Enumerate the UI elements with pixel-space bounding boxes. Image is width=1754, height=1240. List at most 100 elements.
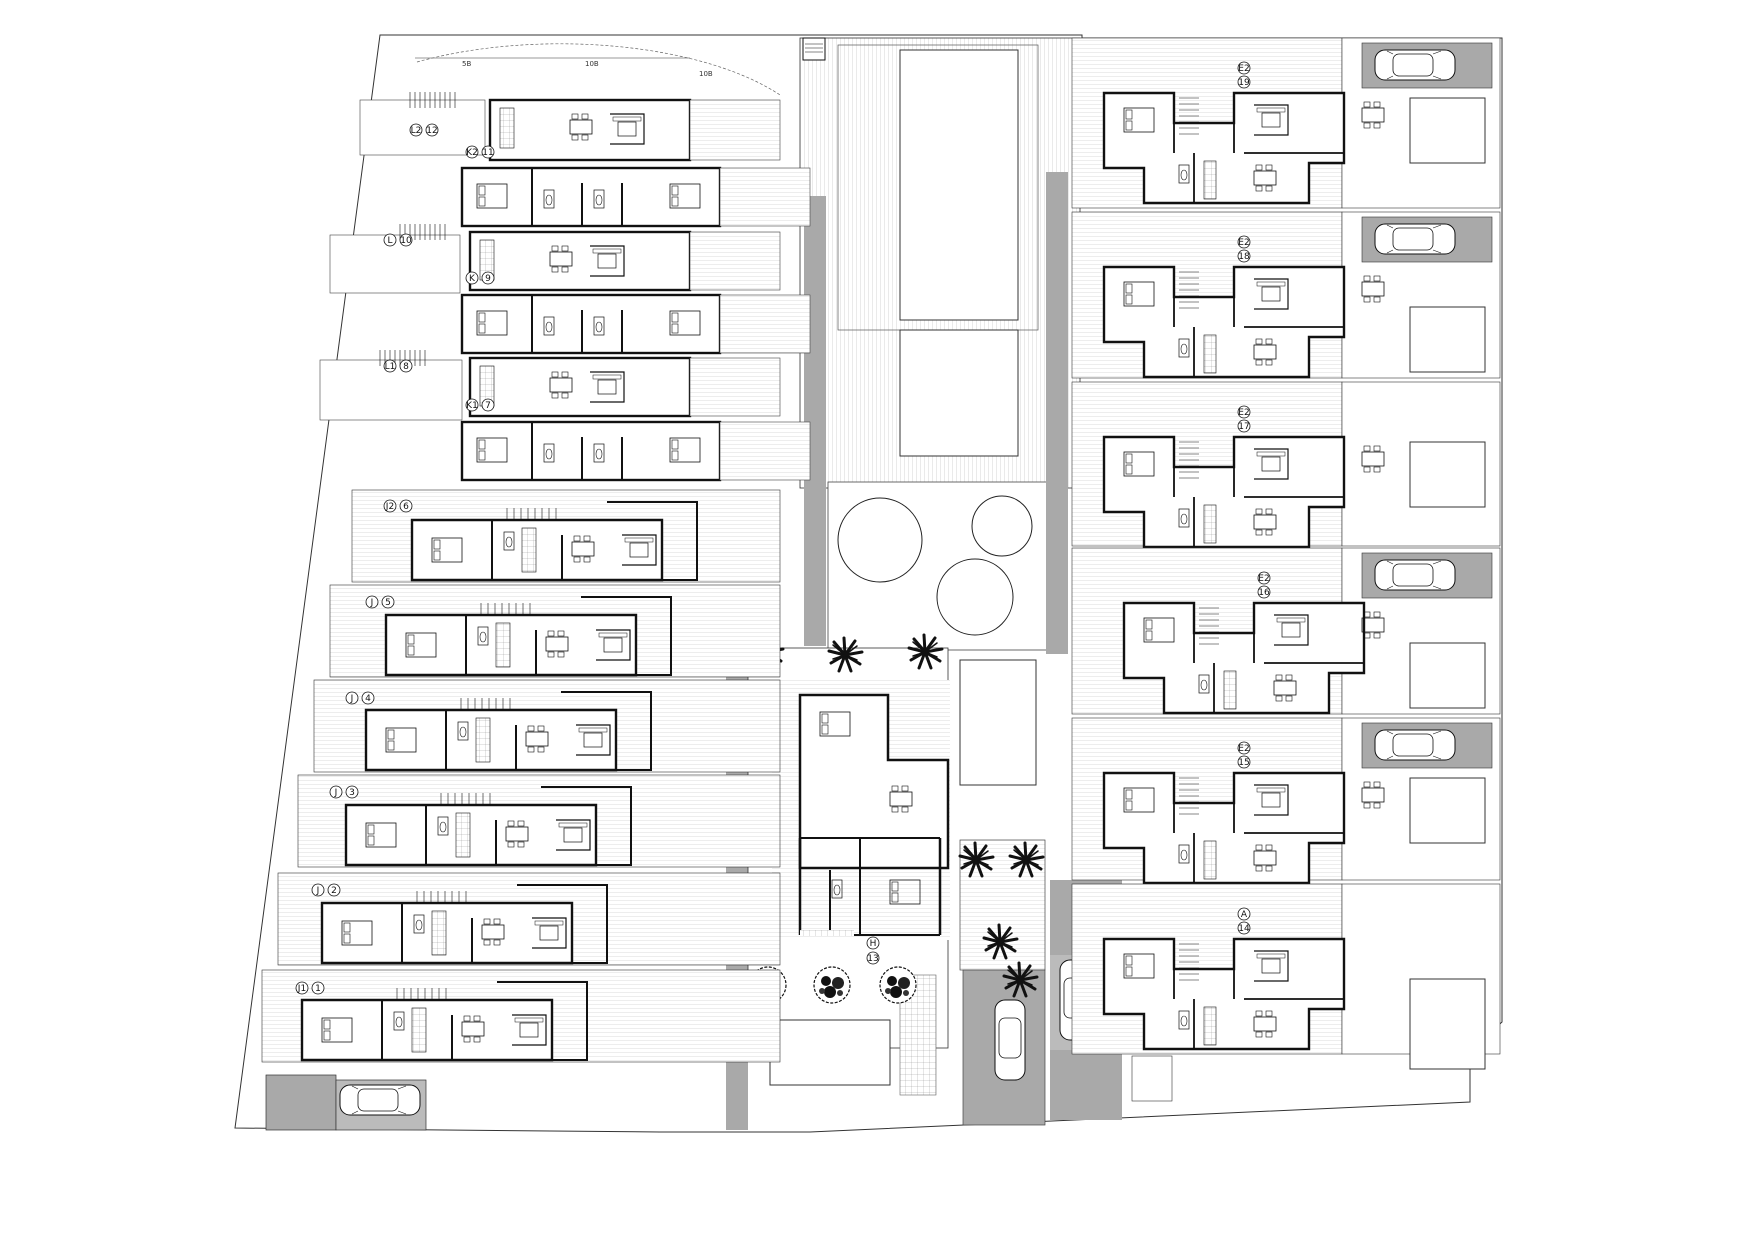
- kitchen: [1203, 840, 1217, 880]
- unit-number-label-circle: [361, 691, 375, 705]
- unit-type-label: J: [316, 886, 320, 896]
- unit-number-label: 12: [426, 126, 437, 136]
- yard: [719, 167, 811, 227]
- unit-type-label: J: [370, 598, 374, 608]
- unit-number-label: 2: [331, 886, 337, 896]
- kitchen: [1203, 334, 1217, 374]
- unit-number-label: 16: [1258, 588, 1270, 598]
- yard: [719, 294, 811, 354]
- dimension-labels: 5B 10B 10B: [462, 60, 713, 78]
- house-partition: [531, 168, 623, 226]
- unit-number-label: 7: [485, 401, 491, 411]
- pool: [1409, 441, 1486, 508]
- kitchen: [411, 1007, 427, 1053]
- unit-type-label: J: [350, 694, 354, 704]
- unit-type-label: H: [870, 939, 877, 949]
- yard: [689, 357, 781, 417]
- kitchen: [431, 910, 447, 956]
- house-partition: [445, 691, 652, 771]
- unit-type-label-circle: [295, 981, 309, 995]
- unit-number-label-circle: [481, 271, 495, 285]
- kitchen: [475, 717, 491, 763]
- unit-type-label-circle: [365, 595, 379, 609]
- unit-number-label-circle: [1237, 755, 1251, 769]
- unit-number-label: 13: [867, 954, 878, 964]
- unit-number-label: 1: [315, 984, 321, 994]
- unit-type-label: K: [469, 274, 476, 284]
- unit-type-label: K1: [466, 401, 478, 411]
- house-partition: [1173, 437, 1344, 547]
- unit-type-label: L: [387, 236, 392, 246]
- unit-number-label-circle: [399, 233, 413, 247]
- unit-number-label-circle: [1237, 249, 1251, 263]
- unit-number-label-circle: [381, 595, 395, 609]
- kitchen: [521, 527, 537, 573]
- unit-number-label: 5: [385, 598, 391, 608]
- house-wall: [460, 293, 722, 355]
- unit-type-label: J: [334, 788, 338, 798]
- unit-number-label: 4: [365, 694, 371, 704]
- kitchen: [1203, 504, 1217, 544]
- kitchen: [1203, 1006, 1217, 1046]
- unit-type-label-circle: [329, 785, 343, 799]
- kitchen: [499, 107, 515, 149]
- unit-number-label-circle: [311, 981, 325, 995]
- unit-number-label-circle: [425, 123, 439, 137]
- house-partition: [381, 981, 588, 1061]
- unit-number-label-circle: [1237, 75, 1251, 89]
- yard: [689, 99, 781, 161]
- unit-type-label-circle: [465, 398, 479, 412]
- unit-number-label: 15: [1238, 758, 1249, 768]
- kitchen: [1203, 160, 1217, 200]
- unit-type-label-circle: [465, 145, 479, 159]
- house-partition: [465, 596, 672, 676]
- yard: [719, 421, 811, 481]
- unit-number-label-circle: [481, 398, 495, 412]
- unit-type-label: J1: [297, 984, 306, 994]
- unit-number-label: 8: [403, 362, 409, 372]
- unit-number-label-circle: [1257, 585, 1271, 599]
- unit-type-label-circle: [311, 883, 325, 897]
- unit-type-label: E2: [1258, 574, 1269, 584]
- unit-type-label: K2: [466, 148, 478, 158]
- unit-h-plot: H 13: [747, 647, 1102, 1126]
- unit-number-label: 17: [1238, 422, 1249, 432]
- dimension-label: 5B: [462, 60, 471, 68]
- house-partition: [1193, 603, 1364, 713]
- unit-type-label-circle: [383, 233, 397, 247]
- car: [1374, 223, 1456, 255]
- house-partition: [1173, 939, 1344, 1049]
- unit-type-label-circle: [409, 123, 423, 137]
- unit-type-label: E2: [1238, 64, 1249, 74]
- unit-type-label-circle: [1237, 235, 1251, 249]
- house-wall: [460, 420, 722, 482]
- side-yard: [329, 234, 461, 294]
- unit-number-label: 14: [1238, 924, 1250, 934]
- unit-number-label: 6: [403, 502, 409, 512]
- pool: [1409, 978, 1486, 1070]
- unit-number-label-circle: [399, 499, 413, 513]
- unit-type-label: A: [1241, 910, 1248, 920]
- unit-type-label-circle: [383, 499, 397, 513]
- pool: [1409, 306, 1486, 373]
- right-houses: [1071, 37, 1501, 1102]
- unit-number-label-circle: [1237, 921, 1251, 935]
- unit-number-label-circle: [327, 883, 341, 897]
- house-partition: [1173, 773, 1344, 883]
- house-partition: [1173, 93, 1344, 203]
- pool: [1409, 777, 1486, 844]
- house-wall: [300, 998, 554, 1062]
- central-garden: [799, 37, 1081, 651]
- yard: [689, 231, 781, 291]
- kitchen: [495, 622, 511, 668]
- unit-number-label-circle: [345, 785, 359, 799]
- unit-number-label: 18: [1238, 252, 1250, 262]
- unit-type-label-circle: [1257, 571, 1271, 585]
- unit-number-label: 11: [482, 148, 493, 158]
- unit-type-label: E2: [1238, 744, 1249, 754]
- car: [1374, 559, 1456, 591]
- house-wall: [410, 518, 664, 582]
